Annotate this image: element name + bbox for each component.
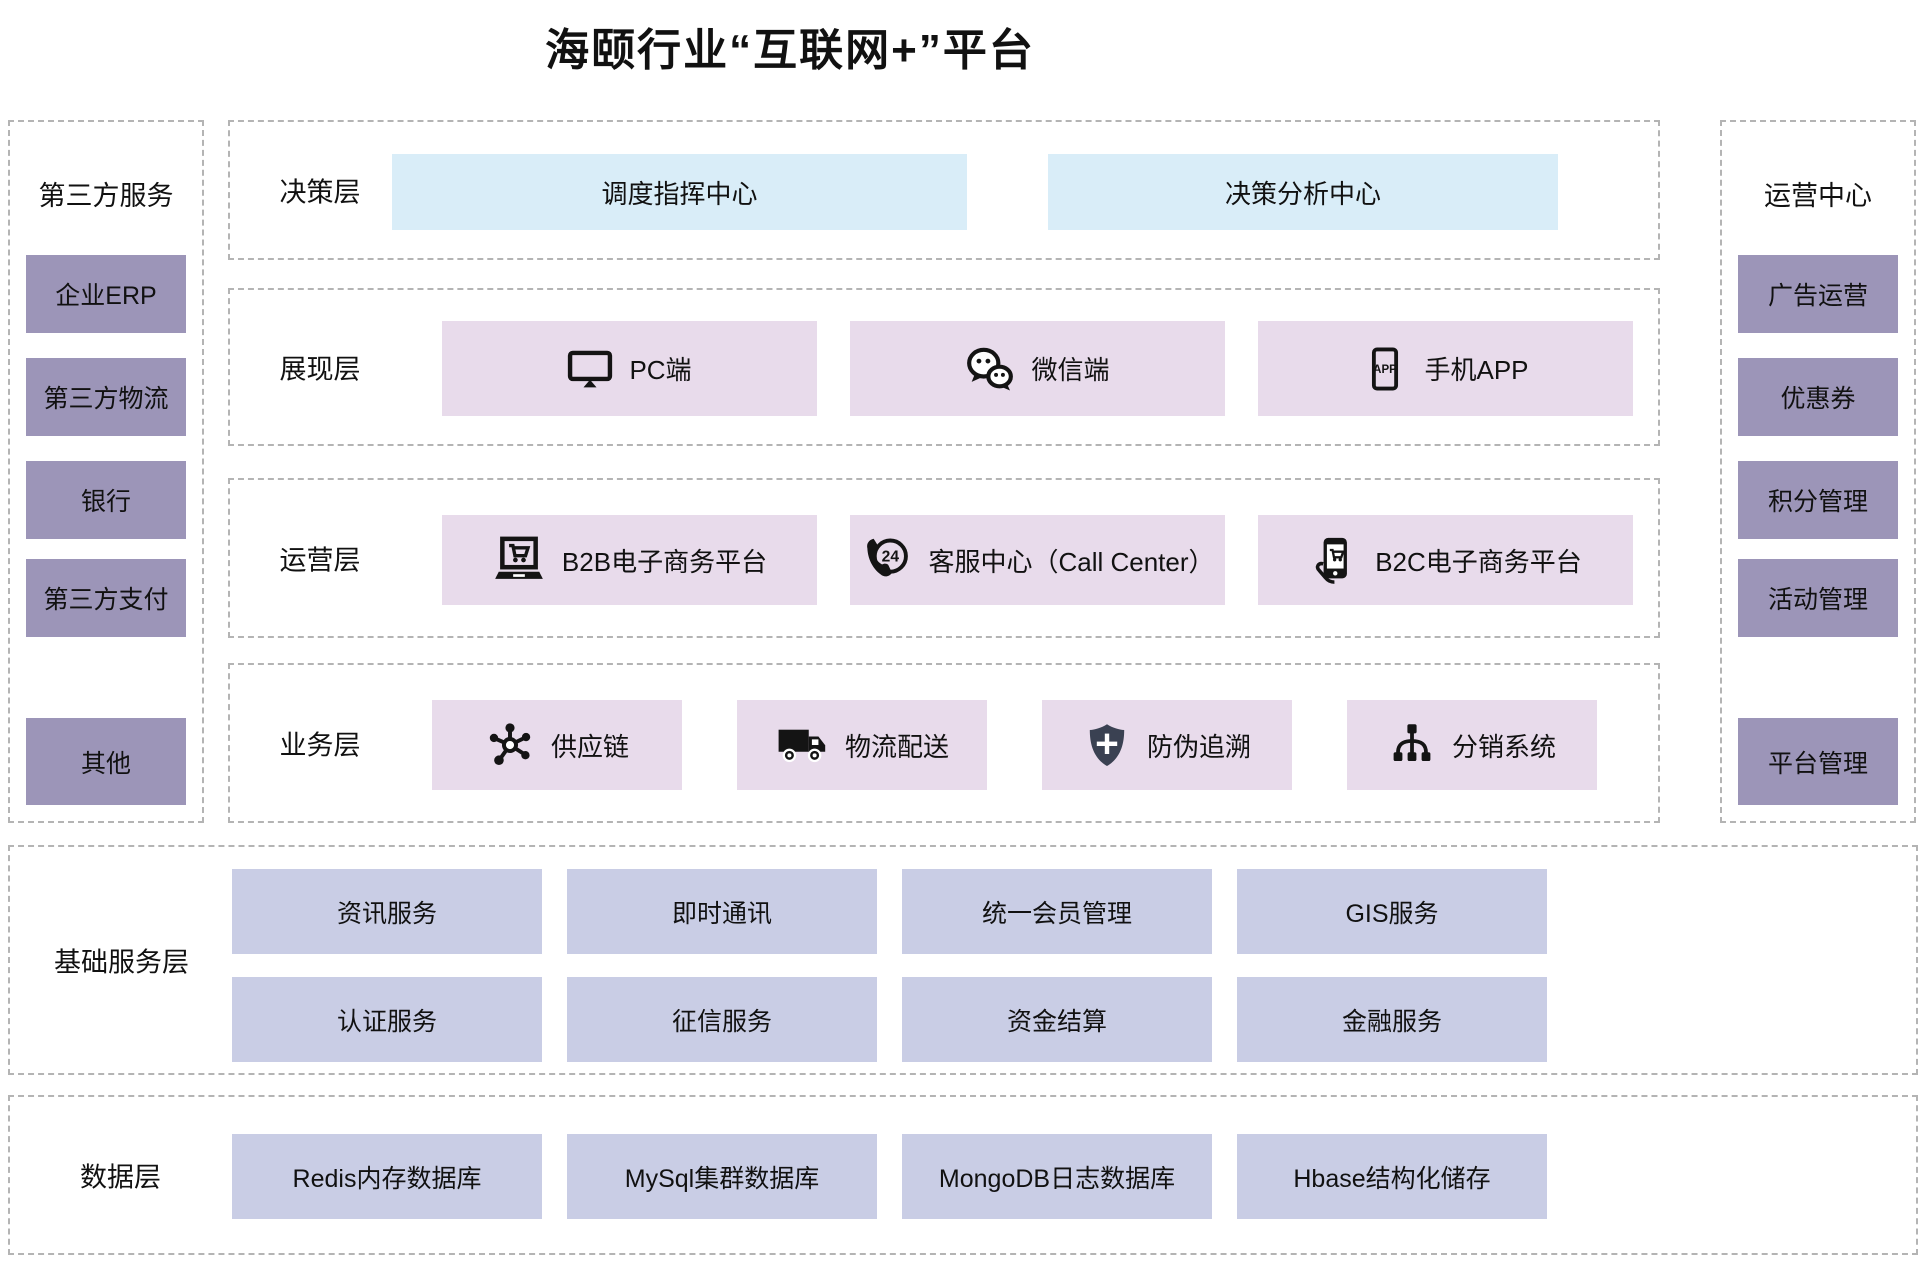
anti-counterfeit-icon [1083, 721, 1131, 769]
layer-box-label: 供应链 [550, 731, 629, 762]
base-service-box: 资讯服务 [232, 869, 542, 954]
base-service-box: GIS服务 [1237, 869, 1547, 954]
call-center-icon: 24 [860, 534, 912, 586]
layer-box: 物流配送 [737, 700, 987, 790]
decision-layer-panel: 决策层 调度指挥中心 决策分析中心 [228, 120, 1660, 260]
layer-box: 供应链 [432, 700, 682, 790]
supply-chain-icon [485, 720, 535, 770]
data-layer-box: Redis内存数据库 [232, 1134, 542, 1219]
data-layer-label: 数据层 [80, 1162, 161, 1193]
layer-box-label: B2B电子商务平台 [561, 546, 768, 577]
layer-box: 分销系统 [1347, 700, 1597, 790]
base-service-layer-panel: 基础服务层 资讯服务即时通讯统一会员管理 GIS服务认证服务征信服务资金结算金融服… [8, 845, 1918, 1075]
operation-center-panel: 运营中心 广告运营优惠券积分管理活动管理平台管理 [1720, 120, 1916, 823]
layer-box-label: 防伪追溯 [1146, 731, 1251, 762]
layer-box: B2C电子商务平台 [1258, 515, 1633, 605]
layer-box: 调度指挥中心 [392, 154, 967, 230]
data-layer-box: MongoDB日志数据库 [902, 1134, 1212, 1219]
third-party-box: 企业ERP [26, 255, 186, 333]
layer-box: APP 手机APP [1258, 321, 1633, 416]
operation-box: 平台管理 [1738, 718, 1898, 805]
layer-box: PC端 [442, 321, 817, 416]
layer-box: 防伪追溯 [1042, 700, 1292, 790]
layer-box: 决策分析中心 [1048, 154, 1558, 230]
business-layer-panel: 业务层 供应链 物流配送 防伪追溯 分销系统 [228, 663, 1660, 823]
business-layer-label: 业务层 [279, 730, 361, 761]
base-service-box: 资金结算 [902, 977, 1212, 1062]
layer-box-label: 分销系统 [1451, 731, 1556, 762]
base-service-layer-label: 基础服务层 [54, 947, 189, 978]
layer-box-label: PC端 [629, 355, 692, 385]
data-layer-panel: 数据层 Redis内存数据库 MySql集群数据库 MongoDB日志数据库 Hbas… [8, 1095, 1918, 1255]
operation-layer-label: 运营层 [279, 545, 361, 576]
third-party-box: 银行 [26, 461, 186, 539]
mobile-app-icon: APP [1362, 346, 1408, 392]
base-service-box: 征信服务 [567, 977, 877, 1062]
pc-icon [567, 346, 613, 392]
layer-box-label: 手机APP [1424, 355, 1529, 385]
layer-box-label: 决策分析中心 [1224, 178, 1381, 209]
operation-box: 活动管理 [1738, 559, 1898, 637]
layer-box-label: 物流配送 [844, 731, 949, 762]
operation-center-header: 运营中心 [1764, 181, 1872, 211]
data-layer-box: Hbase结构化储存 [1237, 1134, 1547, 1219]
logistics-icon [775, 718, 829, 772]
operation-box: 优惠券 [1738, 358, 1898, 436]
operation-layer-panel: 运营层 B2B电子商务平台 24 客服中心（Call Center） B2C电子商务平… [228, 478, 1660, 638]
third-party-services-header: 第三方服务 [38, 181, 174, 211]
presentation-layer-label: 展现层 [279, 354, 361, 385]
svg-text:24: 24 [882, 549, 900, 566]
layer-box: 微信端 [850, 321, 1225, 416]
layer-box-label: 微信端 [1031, 355, 1110, 385]
layer-box-label: 客服中心（Call Center） [928, 546, 1215, 577]
third-party-box: 其他 [26, 718, 186, 805]
svg-text:APP: APP [1374, 364, 1398, 376]
layer-box-label: B2C电子商务平台 [1375, 546, 1582, 577]
base-service-box: 认证服务 [232, 977, 542, 1062]
wechat-icon [965, 344, 1015, 394]
layer-box: 24 客服中心（Call Center） [850, 515, 1225, 605]
layer-box-label: 调度指挥中心 [601, 178, 758, 209]
operation-box: 广告运营 [1738, 255, 1898, 333]
decision-layer-label: 决策层 [279, 177, 361, 208]
base-service-box: 即时通讯 [567, 869, 877, 954]
b2c-ecommerce-icon [1309, 535, 1359, 585]
data-layer-box: MySql集群数据库 [567, 1134, 877, 1219]
operation-box: 积分管理 [1738, 461, 1898, 539]
presentation-layer-panel: 展现层 PC端 微信端 APP 手机APP [228, 288, 1660, 446]
base-service-box: 统一会员管理 [902, 869, 1212, 954]
b2b-ecommerce-icon [492, 533, 546, 587]
page-title: 海颐行业“互联网+”平台 [545, 26, 1035, 75]
third-party-box: 第三方物流 [26, 358, 186, 436]
base-service-box: 金融服务 [1237, 977, 1547, 1062]
third-party-box: 第三方支付 [26, 559, 186, 637]
third-party-services-panel: 第三方服务 企业ERP 第三方物流银行第三方支付其他 [8, 120, 204, 823]
distribution-icon [1388, 721, 1436, 769]
layer-box: B2B电子商务平台 [442, 515, 817, 605]
